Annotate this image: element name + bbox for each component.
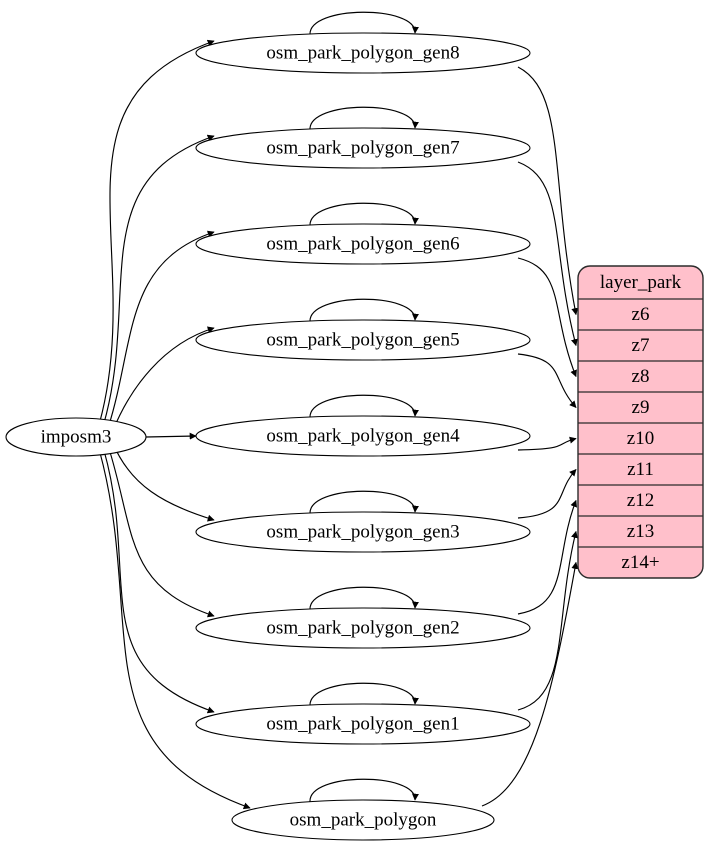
- edge-gen6-to-row-2: [517, 257, 577, 378]
- edge-gen8-to-row-0: [517, 66, 579, 316]
- table-row-label: z13: [627, 521, 654, 542]
- edge-imposm3-to-gen4: [145, 432, 197, 440]
- edge-gen3-to-row-5: [517, 468, 577, 519]
- edge-imposm3-to-gen5: [112, 326, 215, 432]
- node-label-gen4: osm_park_polygon_gen4: [266, 425, 460, 446]
- edge-imposm3-to-gen2: [107, 446, 215, 618]
- graph-nodes: imposm3 osm_park_polygon_gen8 osm_park_pol…: [5, 32, 531, 841]
- table-row-label: z8: [632, 366, 650, 387]
- edge-imposm3-to-gen3: [112, 442, 215, 522]
- self-loop-edges: [309, 11, 419, 803]
- self-loop-edge-gen6: [309, 202, 419, 227]
- node-label-gen7: osm_park_polygon_gen7: [266, 137, 459, 158]
- self-loop-edge-gen3: [309, 490, 419, 515]
- edge-gen5-to-row-3: [517, 353, 577, 409]
- self-loop-edge-gen5: [309, 298, 419, 323]
- node-ellipse-gen6[interactable]: [195, 223, 531, 265]
- edge-imposm3-to-base: [99, 451, 251, 810]
- edge-gen1-to-row-7: [517, 530, 578, 711]
- node-ellipse-imposm3[interactable]: [5, 417, 147, 457]
- table-row-label: z10: [627, 428, 654, 449]
- table-row-label: z11: [627, 459, 654, 480]
- edges-to-layer-park: [481, 66, 579, 807]
- node-label-gen3: osm_park_polygon_gen3: [266, 521, 459, 542]
- table-row-label: z6: [632, 304, 650, 325]
- edge-imposm3-to-gen8: [99, 39, 215, 423]
- node-label-gen5: osm_park_polygon_gen5: [266, 329, 459, 350]
- edge-imposm3-to-gen1: [103, 449, 215, 714]
- self-loop-edge-gen2: [309, 586, 419, 611]
- table-row-label: z14+: [621, 552, 659, 573]
- node-label-gen1: osm_park_polygon_gen1: [266, 713, 459, 734]
- node-label-base: osm_park_polygon: [290, 809, 437, 830]
- edge-imposm3-to-gen6: [107, 230, 215, 428]
- node-ellipse-gen4[interactable]: [195, 415, 531, 457]
- node-label-imposm3: imposm3: [41, 426, 112, 447]
- node-ellipse-gen2[interactable]: [195, 607, 531, 649]
- self-loop-edge-base: [309, 778, 419, 803]
- edge-imposm3-to-gen7: [103, 134, 215, 425]
- node-ellipse-gen1[interactable]: [195, 703, 531, 745]
- edge-gen7-to-row-1: [517, 161, 578, 347]
- node-label-gen2: osm_park_polygon_gen2: [266, 617, 459, 638]
- self-loop-edge-gen4: [309, 394, 419, 419]
- table-row-label: z9: [632, 397, 650, 418]
- node-label-gen6: osm_park_polygon_gen6: [266, 233, 459, 254]
- self-loop-edge-gen7: [309, 106, 419, 131]
- self-loop-edge-gen8: [309, 11, 419, 36]
- edge-gen2-to-row-6: [517, 499, 577, 615]
- node-label-gen8: osm_park_polygon_gen8: [266, 42, 459, 63]
- layer-park-table: z6 z7 z8 z9 z10 z11 z12 z13 z14+ layer_park: [577, 265, 704, 579]
- table-row-label: z12: [627, 490, 654, 511]
- edges-from-imposm3: [99, 39, 251, 810]
- layer-park-table-body: [577, 265, 704, 579]
- node-ellipse-gen3[interactable]: [195, 511, 531, 553]
- node-ellipse-base[interactable]: [231, 799, 495, 841]
- table-row-label: z7: [632, 335, 650, 356]
- edge-gen4-to-row-4: [517, 436, 577, 451]
- node-ellipse-gen7[interactable]: [195, 127, 531, 169]
- self-loop-edge-gen1: [309, 682, 419, 707]
- node-ellipse-gen8[interactable]: [195, 32, 531, 74]
- layer-park-header-label: layer_park: [600, 272, 682, 293]
- node-ellipse-gen5[interactable]: [195, 319, 531, 361]
- edge-base-to-row-8: [481, 561, 579, 807]
